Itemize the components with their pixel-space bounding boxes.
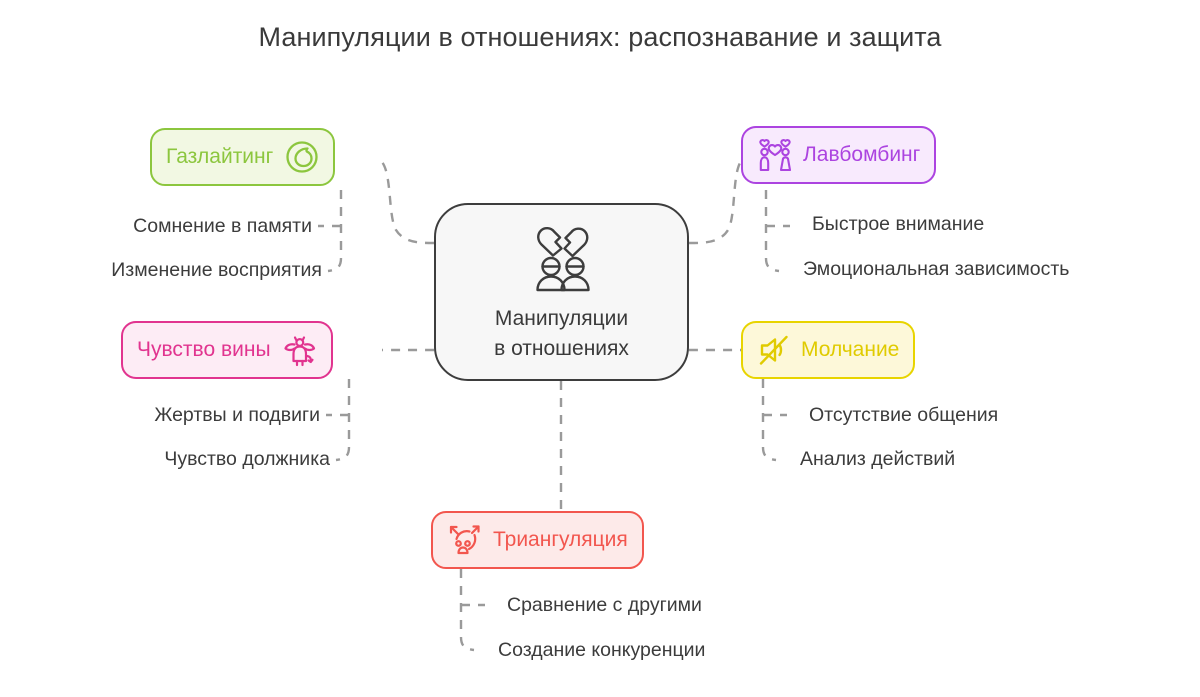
- sub-item-gaslighting-0: Сомнение в памяти: [133, 215, 312, 237]
- sub-item-triangulation-1: Создание конкуренции: [498, 639, 706, 661]
- sub-item-silence-0: Отсутствие общения: [809, 404, 999, 426]
- muted-speaker-icon: [757, 333, 791, 367]
- sub-item-guilt-1: Чувство должника: [164, 448, 330, 470]
- crescent-moon-circle-icon: [285, 140, 319, 174]
- connector-triangulation-subs: [459, 569, 475, 652]
- connector-silence-subs: [761, 379, 777, 462]
- branch-node-lovebombing[interactable]: Лавбомбинг: [741, 126, 937, 184]
- branch-label-triangulation: Триангуляция: [493, 528, 628, 551]
- connector-center-lovebombing: [688, 160, 743, 245]
- connector-lovebombing-subs: [764, 190, 780, 273]
- center-node-label: Манипуляции в отношениях: [494, 306, 629, 360]
- broken-heart-couple-icon: [524, 221, 600, 300]
- branch-label-silence: Молчание: [801, 338, 900, 361]
- center-node[interactable]: Манипуляции в отношениях: [434, 203, 689, 381]
- angel-devil-icon: [283, 332, 317, 368]
- branch-node-gaslighting[interactable]: Газлайтинг: [150, 128, 336, 186]
- sub-item-lovebombing-1: Эмоциональная зависимость: [803, 258, 1070, 280]
- connector-center-gaslighting: [380, 161, 435, 245]
- branch-label-guilt: Чувство вины: [137, 338, 271, 361]
- branch-label-lovebombing: Лавбомбинг: [803, 143, 921, 166]
- sub-item-guilt-0: Жертвы и подвиги: [154, 404, 320, 426]
- sub-item-triangulation-0: Сравнение с другими: [507, 594, 702, 616]
- branch-node-triangulation[interactable]: Триангуляция: [431, 511, 644, 569]
- triangulation-people-icon: [447, 522, 483, 558]
- sub-item-silence-1: Анализ действий: [800, 448, 956, 470]
- couple-hearts-icon: [757, 137, 793, 173]
- connector-gaslighting-subs: [327, 190, 343, 273]
- page-title: Манипуляции в отношениях: распознавание …: [258, 22, 942, 52]
- connector-guilt-subs: [335, 379, 351, 462]
- branch-node-guilt[interactable]: Чувство вины: [121, 321, 333, 379]
- branch-node-silence[interactable]: Молчание: [741, 321, 916, 379]
- branch-label-gaslighting: Газлайтинг: [166, 145, 274, 168]
- sub-item-lovebombing-0: Быстрое внимание: [812, 213, 985, 235]
- sub-item-gaslighting-1: Изменение восприятия: [111, 259, 322, 281]
